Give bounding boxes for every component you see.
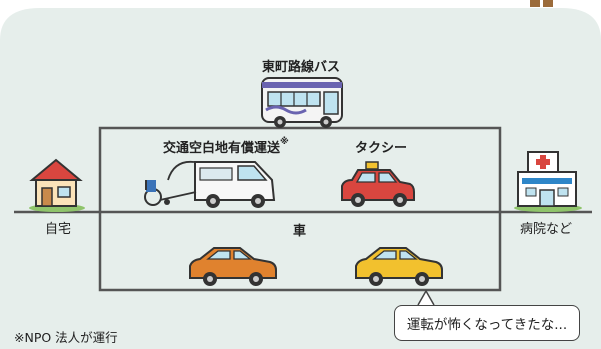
hospital-label: 病院など: [520, 222, 573, 237]
taxi-icon: [341, 161, 415, 207]
footnote: ※NPO 法人が運行: [14, 330, 118, 345]
car-box: [98, 212, 502, 292]
bus-icon: [261, 77, 343, 128]
car-label: 車: [293, 224, 307, 239]
npo-transport-label: 交通空白地有償運送※: [163, 137, 289, 156]
npo-mark: ※: [280, 137, 289, 147]
speech-bubble: 運転が怖くなってきたな...: [394, 305, 580, 341]
speech-bubble-tail: [417, 289, 435, 306]
bus-label: 東町路線バス: [262, 60, 341, 75]
hospital-icon: [514, 151, 582, 212]
public-transport-box: [98, 126, 502, 212]
house-icon: [29, 158, 85, 212]
background-panel: [0, 8, 601, 349]
corner-decoration-icon: [530, 0, 553, 7]
car-orange-icon: [189, 247, 277, 286]
van-icon: [159, 160, 276, 208]
wheelchair-icon: [144, 180, 170, 206]
car-yellow-icon: [355, 247, 443, 286]
npo-transport-text: 交通空白地有償運送: [163, 141, 281, 156]
home-label: 自宅: [45, 222, 72, 237]
taxi-label: タクシー: [355, 141, 408, 156]
